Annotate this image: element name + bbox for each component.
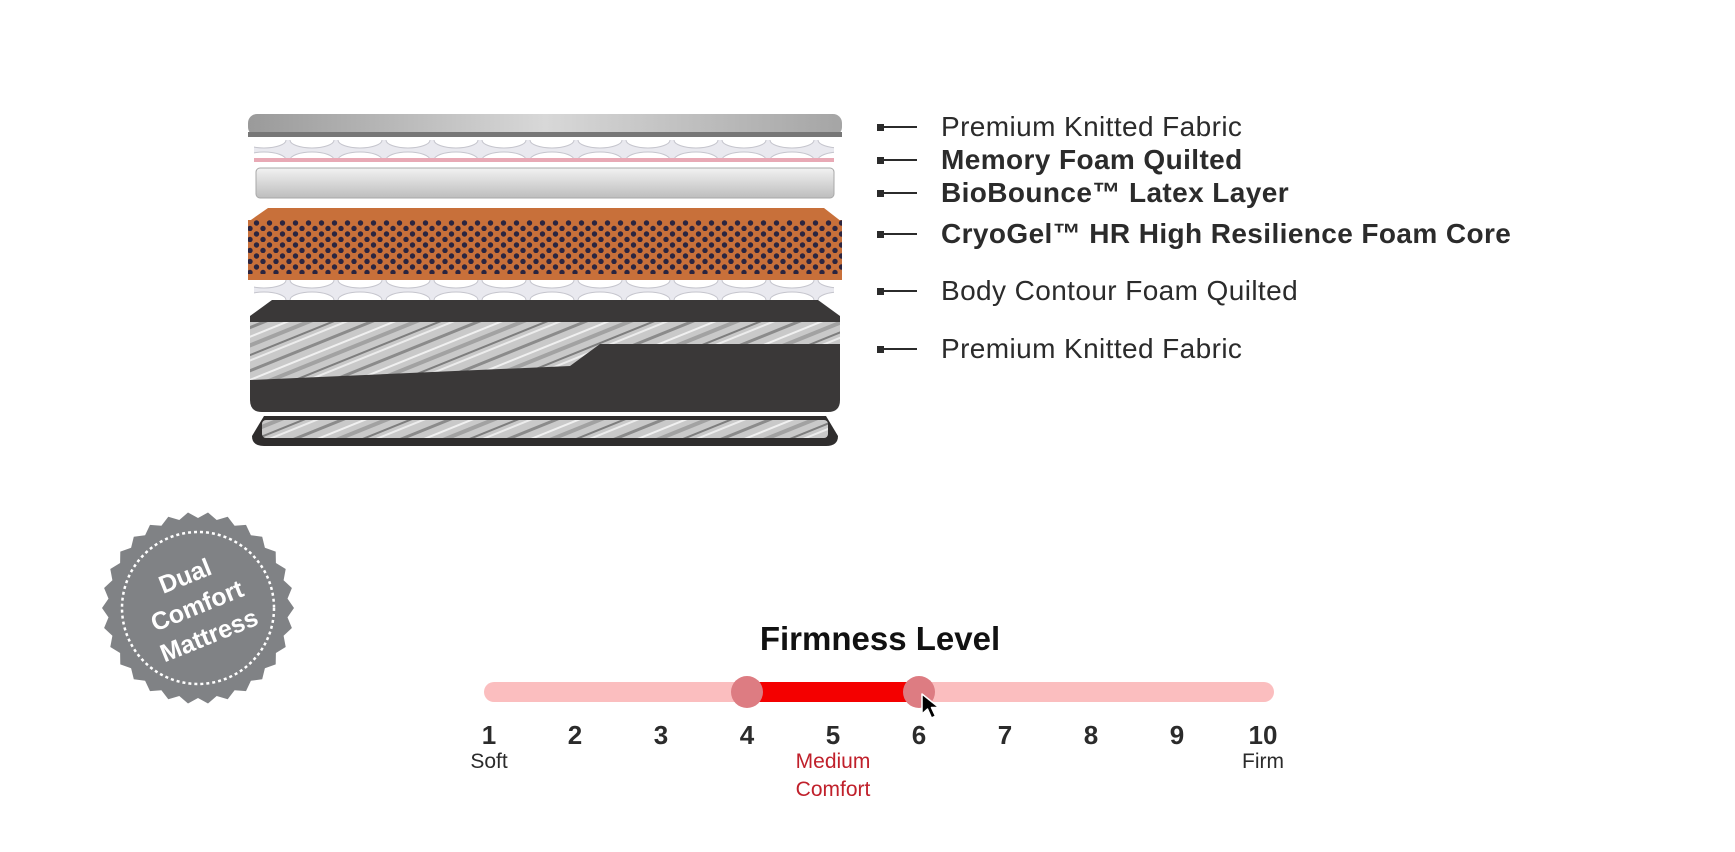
leader-line-icon (877, 154, 917, 166)
mattress-cross-section-illustration (248, 114, 842, 446)
layer-label-text: Premium Knitted Fabric (941, 111, 1243, 142)
scale-number-6[interactable]: 6 (911, 720, 927, 750)
leader-line-icon (877, 121, 917, 133)
scale-number-10[interactable]: 10 (1248, 720, 1278, 750)
layer-label-body-contour: Body Contour Foam Quilted (877, 274, 1298, 308)
scale-number-2[interactable]: 2 (567, 720, 583, 750)
scale-caption-line: Comfort (795, 778, 871, 801)
scale-caption-line: Firm (1242, 750, 1284, 773)
scale-number-7[interactable]: 7 (997, 720, 1013, 750)
slider-selected-range (747, 682, 919, 702)
leader-line-icon (877, 228, 917, 240)
scale-number-9[interactable]: 9 (1169, 720, 1185, 750)
layer-label-text: Memory Foam Quilted (941, 144, 1243, 175)
layer-label-foam-core: CryoGel™ HR High Resilience Foam Core (877, 217, 1511, 251)
dual-comfort-badge: Dual Comfort Mattress (102, 512, 294, 704)
leader-line-icon (877, 285, 917, 297)
scale-number-1[interactable]: 1 (481, 720, 497, 750)
scale-caption-line: Soft (470, 750, 508, 773)
layer-label-latex: BioBounce™ Latex Layer (877, 176, 1289, 210)
scale-caption-firm: Firm (1193, 748, 1333, 776)
scale-caption-soft: Soft (419, 748, 559, 776)
firmness-slider[interactable] (484, 676, 1274, 708)
layer-label-memory-foam: Memory Foam Quilted (877, 143, 1243, 177)
scale-number-3[interactable]: 3 (653, 720, 669, 750)
scale-number-8[interactable]: 8 (1083, 720, 1099, 750)
layer-label-text: CryoGel™ HR High Resilience Foam Core (941, 218, 1512, 249)
layer-label-text: Premium Knitted Fabric (941, 333, 1243, 364)
slider-thumb-low[interactable] (731, 676, 763, 708)
scale-number-4[interactable]: 4 (739, 720, 755, 750)
layer-label-bottom-fabric: Premium Knitted Fabric (877, 332, 1242, 366)
badge-seal-shape (102, 512, 294, 704)
layer-label-text: Body Contour Foam Quilted (941, 275, 1299, 306)
scale-caption-line: Medium (795, 750, 871, 773)
layer-label-text: BioBounce™ Latex Layer (941, 177, 1289, 208)
firmness-title: Firmness Level (759, 620, 1001, 657)
scale-number-5[interactable]: 5 (825, 720, 841, 750)
leader-line-icon (877, 343, 917, 355)
mouse-pointer-icon (921, 693, 940, 719)
leader-line-icon (877, 187, 917, 199)
layer-label-top-fabric: Premium Knitted Fabric (877, 110, 1242, 144)
